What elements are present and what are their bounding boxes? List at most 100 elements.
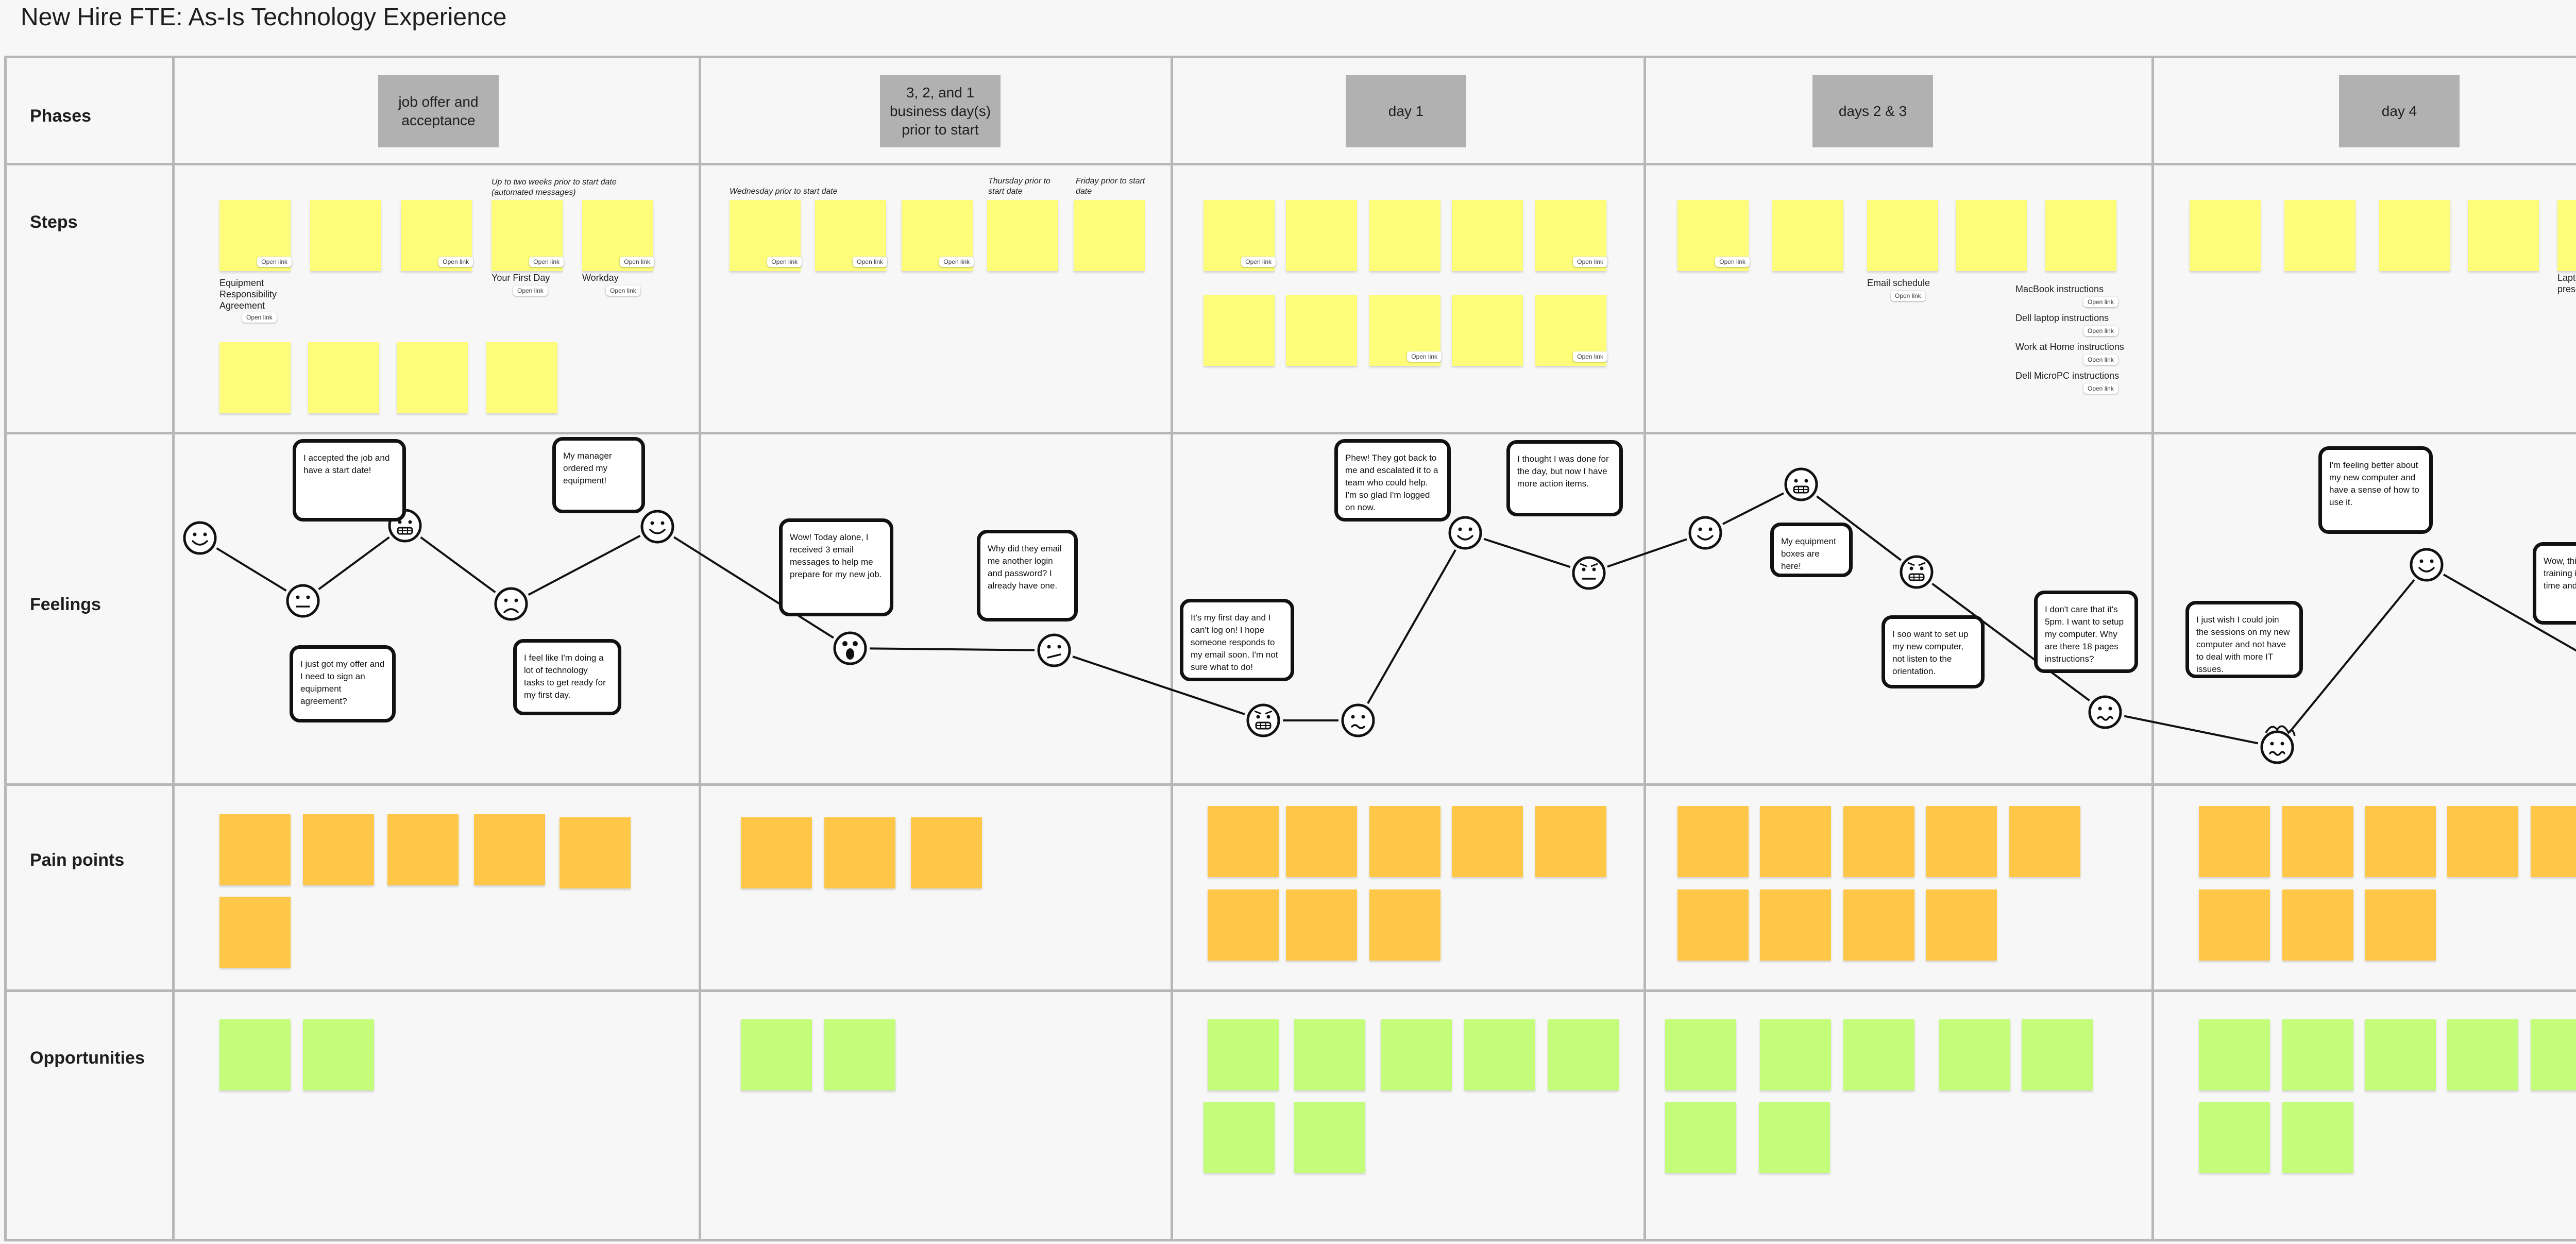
open-link[interactable]: Open link xyxy=(1573,351,1607,362)
pain-note[interactable] xyxy=(1677,806,1749,877)
pain-note[interactable] xyxy=(1369,889,1440,961)
pain-note[interactable] xyxy=(2365,806,2436,877)
pain-note[interactable] xyxy=(1926,889,1997,961)
step-note[interactable]: Open link xyxy=(1535,200,1607,271)
opportunity-note[interactable] xyxy=(1381,1019,1452,1090)
pain-note[interactable] xyxy=(560,817,631,888)
pain-note[interactable] xyxy=(1843,889,1914,961)
opportunity-note[interactable] xyxy=(1464,1019,1535,1090)
opportunity-note[interactable] xyxy=(1294,1102,1365,1173)
pain-note[interactable] xyxy=(2009,806,2080,877)
open-link[interactable]: Open link xyxy=(767,257,802,267)
pain-note[interactable] xyxy=(1208,806,1279,877)
open-link[interactable]: Open link xyxy=(853,257,887,267)
opportunity-note[interactable] xyxy=(1843,1019,1914,1090)
step-note[interactable] xyxy=(1204,295,1275,366)
opportunity-note[interactable] xyxy=(824,1019,895,1090)
step-note[interactable]: Open link xyxy=(1369,295,1442,366)
open-link[interactable]: Open link xyxy=(2083,297,2118,307)
opportunity-note[interactable] xyxy=(1665,1102,1736,1173)
pain-note[interactable] xyxy=(2447,806,2518,877)
step-note[interactable] xyxy=(2284,200,2355,271)
pain-note[interactable] xyxy=(219,814,291,885)
step-note[interactable]: Open link xyxy=(730,200,802,271)
opportunity-note[interactable] xyxy=(1665,1019,1736,1090)
step-note[interactable] xyxy=(308,342,379,413)
pain-note[interactable] xyxy=(219,897,291,968)
open-link[interactable]: Open link xyxy=(438,257,473,267)
step-note[interactable] xyxy=(310,200,381,271)
step-note[interactable] xyxy=(987,200,1058,271)
step-note[interactable] xyxy=(2045,200,2116,271)
opportunity-note[interactable] xyxy=(303,1019,374,1090)
open-link[interactable]: Open link xyxy=(513,285,548,296)
pain-note[interactable] xyxy=(1286,806,1357,877)
step-note[interactable] xyxy=(1074,200,1145,271)
step-note[interactable]: Open link xyxy=(219,200,292,271)
open-link[interactable]: Open link xyxy=(1241,257,1276,267)
pain-note[interactable] xyxy=(387,814,459,885)
phase-days-prior[interactable]: 3, 2, and 1 business day(s) prior to sta… xyxy=(880,75,1001,147)
opportunity-note[interactable] xyxy=(1208,1019,1279,1090)
pain-note[interactable] xyxy=(2531,806,2576,877)
step-note[interactable] xyxy=(219,342,291,413)
pain-note[interactable] xyxy=(2365,889,2436,961)
opportunity-note[interactable] xyxy=(1204,1102,1275,1173)
pain-note[interactable] xyxy=(1369,806,1440,877)
pain-note[interactable] xyxy=(2199,889,2270,961)
phase-day-1[interactable]: day 1 xyxy=(1346,75,1466,147)
opportunity-note[interactable] xyxy=(2022,1019,2093,1090)
opportunity-note[interactable] xyxy=(1294,1019,1365,1090)
pain-note[interactable] xyxy=(911,817,982,888)
open-link[interactable]: Open link xyxy=(2083,326,2118,336)
opportunity-note[interactable] xyxy=(219,1019,291,1090)
open-link[interactable]: Open link xyxy=(2083,383,2118,394)
step-note[interactable]: Open link xyxy=(902,200,974,271)
open-link[interactable]: Open link xyxy=(1715,257,1750,267)
pain-note[interactable] xyxy=(1926,806,1997,877)
open-link[interactable]: Open link xyxy=(1891,291,1925,301)
pain-note[interactable] xyxy=(2282,889,2353,961)
opportunity-note[interactable] xyxy=(2199,1019,2270,1090)
opportunity-note[interactable] xyxy=(741,1019,812,1090)
step-note[interactable] xyxy=(1956,200,2027,271)
pain-note[interactable] xyxy=(303,814,374,885)
pain-note[interactable] xyxy=(1843,806,1914,877)
open-link[interactable]: Open link xyxy=(939,257,974,267)
opportunity-note[interactable] xyxy=(2199,1102,2270,1173)
pain-note[interactable] xyxy=(474,814,545,885)
step-note[interactable] xyxy=(397,342,468,413)
step-note[interactable] xyxy=(1867,200,1938,271)
opportunity-note[interactable] xyxy=(1759,1102,1830,1173)
pain-note[interactable] xyxy=(824,817,895,888)
step-note[interactable]: Open link xyxy=(492,200,564,271)
step-note[interactable]: Open link xyxy=(815,200,887,271)
pain-note[interactable] xyxy=(741,817,812,888)
pain-note[interactable] xyxy=(2199,806,2270,877)
pain-note[interactable] xyxy=(1208,889,1279,961)
pain-note[interactable] xyxy=(1677,889,1749,961)
step-note[interactable]: Open link xyxy=(401,200,473,271)
opportunity-note[interactable] xyxy=(1939,1019,2010,1090)
pain-note[interactable] xyxy=(2282,806,2353,877)
open-link[interactable]: Open link xyxy=(257,257,292,267)
step-note[interactable]: Open link xyxy=(582,200,654,271)
opportunity-note[interactable] xyxy=(2365,1019,2436,1090)
opportunity-note[interactable] xyxy=(2531,1019,2576,1090)
step-note[interactable] xyxy=(1452,295,1523,366)
step-note[interactable]: Open link xyxy=(1677,200,1750,271)
step-note[interactable]: Open link xyxy=(1204,200,1276,271)
step-note[interactable]: Open link xyxy=(1535,295,1607,366)
step-note[interactable] xyxy=(1286,200,1357,271)
opportunity-note[interactable] xyxy=(2282,1019,2353,1090)
pain-note[interactable] xyxy=(1452,806,1523,877)
opportunity-note[interactable] xyxy=(1548,1019,1619,1090)
step-note[interactable] xyxy=(486,342,557,413)
open-link[interactable]: Open link xyxy=(2083,355,2118,365)
step-note[interactable] xyxy=(1772,200,1843,271)
step-note[interactable] xyxy=(2379,200,2450,271)
step-note[interactable] xyxy=(1369,200,1440,271)
pain-note[interactable] xyxy=(1535,806,1606,877)
open-link[interactable]: Open link xyxy=(620,257,654,267)
open-link[interactable]: Open link xyxy=(1407,351,1442,362)
